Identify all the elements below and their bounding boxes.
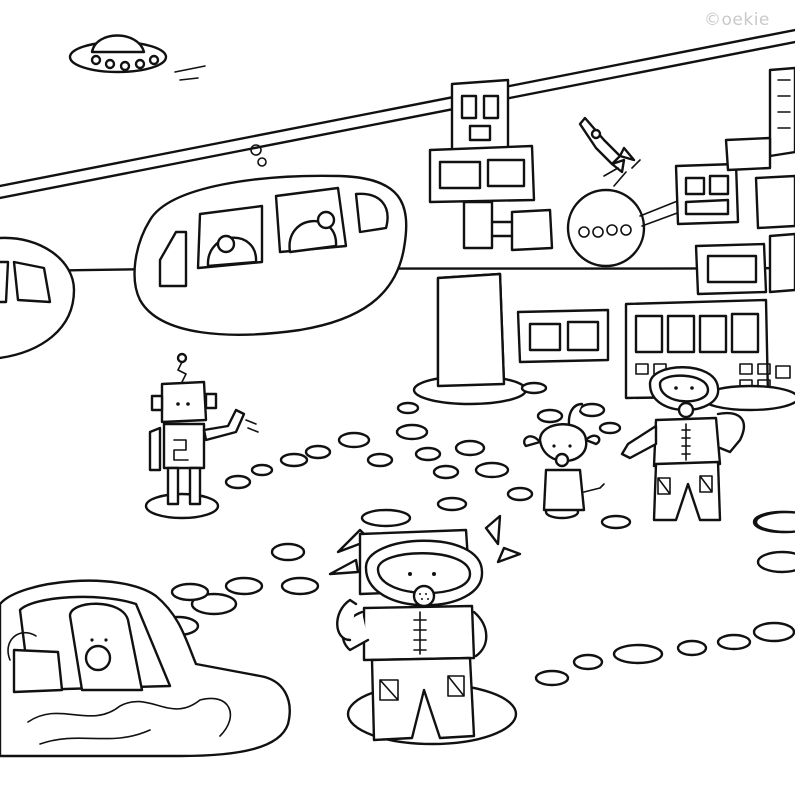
- watermark-text: ©oekie: [704, 10, 770, 30]
- hover-car: [0, 579, 291, 758]
- stepping-stones: [156, 381, 795, 687]
- astronaut-center: [328, 514, 522, 746]
- helmet-pet: [523, 402, 605, 520]
- monorail-cabin-left: [0, 236, 76, 360]
- monorail-rail: [0, 28, 795, 200]
- rocket-icon: [578, 116, 641, 187]
- ufo-icon: [68, 34, 206, 81]
- monorail-cabin: [133, 144, 408, 336]
- robot: [144, 352, 259, 520]
- city-buildings: [412, 66, 795, 412]
- astronaut-right: [620, 366, 795, 534]
